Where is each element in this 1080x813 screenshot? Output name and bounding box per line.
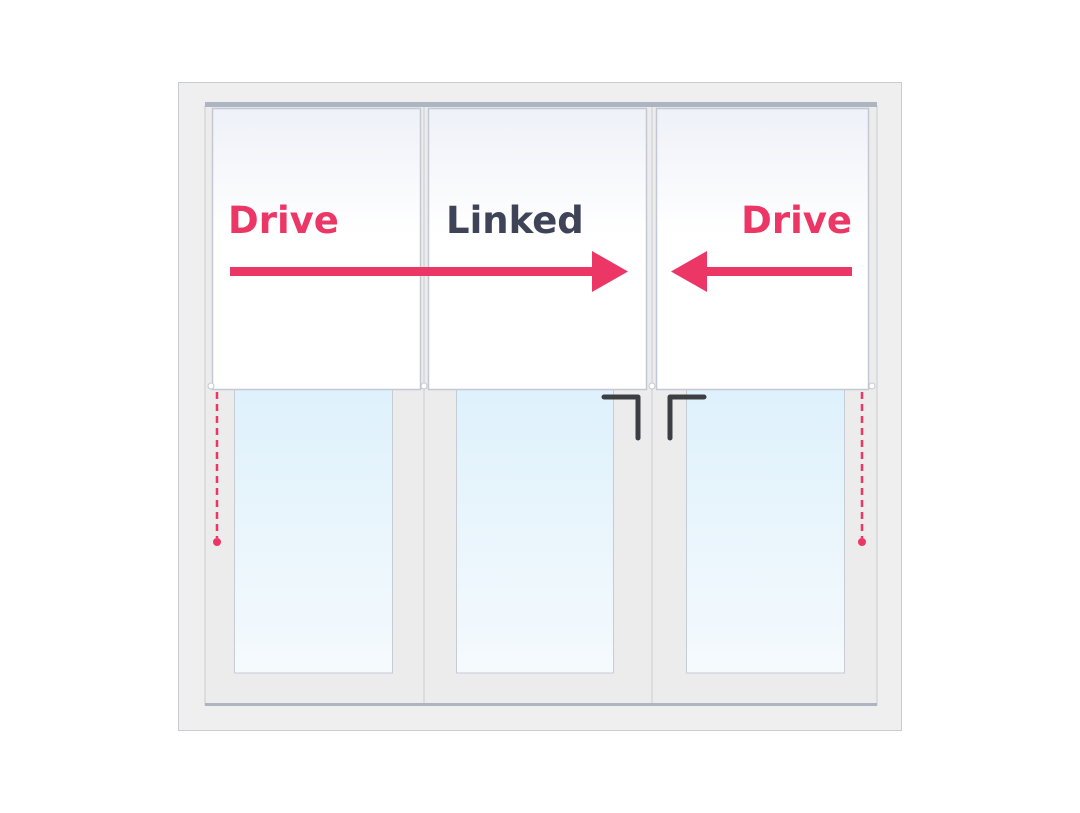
glass-pane [686, 387, 845, 674]
label-drive-left: Drive [228, 199, 339, 242]
cord-right [858, 392, 866, 546]
glass-pane [456, 387, 614, 674]
label-drive-right: Drive [741, 199, 852, 242]
blind-middle [427, 107, 648, 391]
glass-pane [234, 387, 393, 674]
cord-left [213, 392, 221, 546]
bottom-rail [205, 703, 877, 706]
door-handle-left [601, 394, 641, 441]
door-handle-right [667, 394, 707, 441]
blind-right [655, 107, 870, 391]
top-rail [205, 102, 877, 107]
arrow-right [230, 251, 628, 292]
label-linked: Linked [446, 199, 584, 242]
arrow-left [671, 251, 852, 292]
cord-weight [213, 538, 221, 546]
blind-brackets [207, 382, 876, 390]
blind-left [211, 107, 422, 391]
cord-weight [858, 538, 866, 546]
